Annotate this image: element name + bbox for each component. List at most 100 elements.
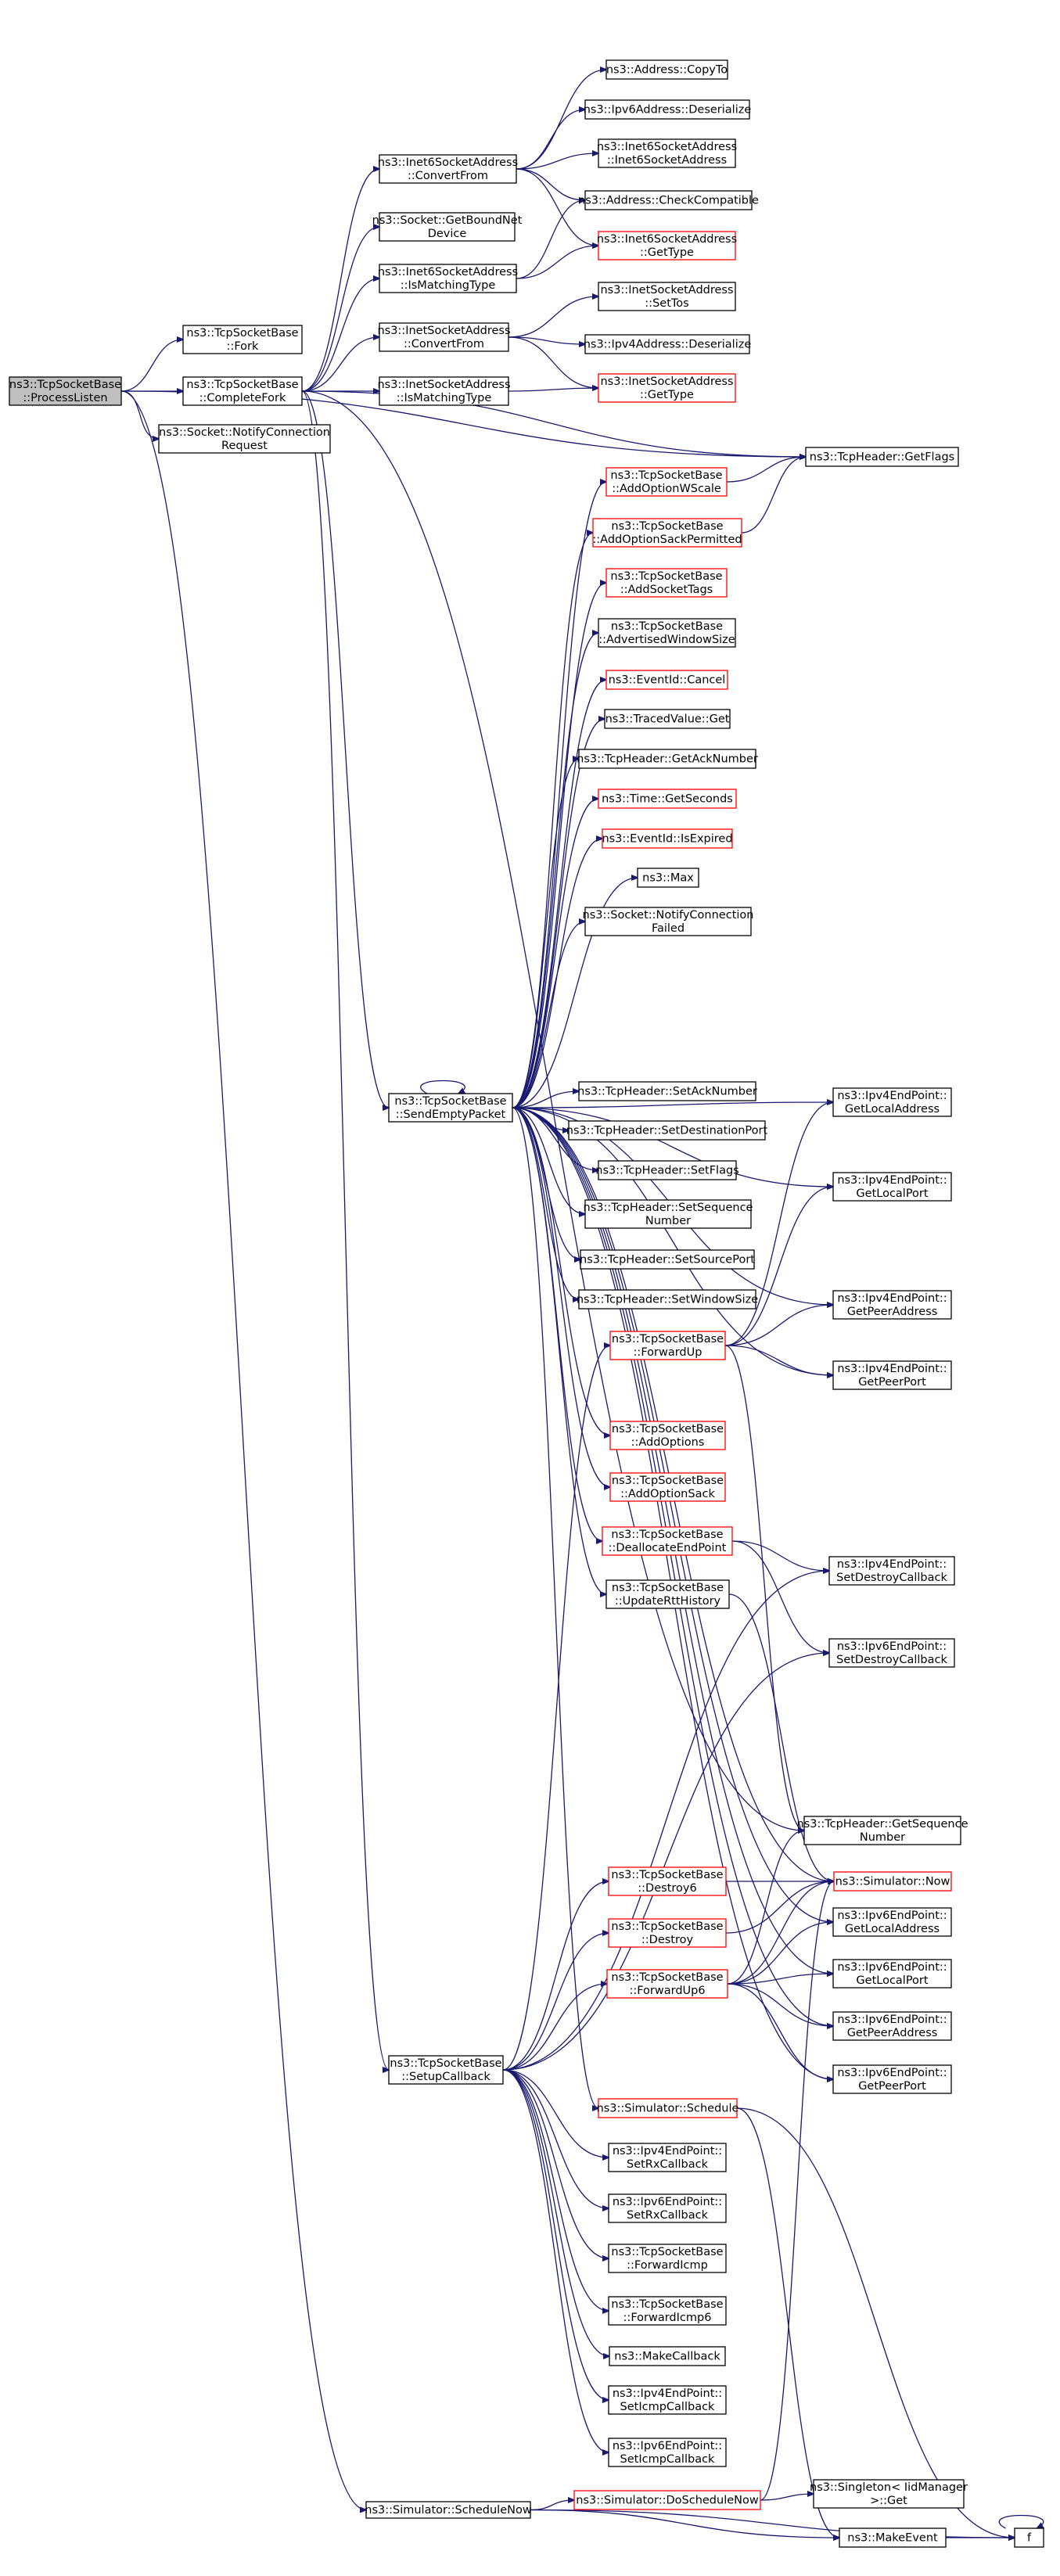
node-ipv6ep-set-icmp-cb[interactable]: ns3::Ipv6EndPoint::SetIcmpCallback (608, 2438, 727, 2467)
node-box (605, 1579, 730, 1609)
node-label: SetRxCallback (627, 2158, 709, 2171)
node-inet6-ctor[interactable]: ns3::Inet6SocketAddress::Inet6SocketAddr… (597, 138, 737, 168)
node-add-socket-tags[interactable]: ns3::TcpSocketBase::AddSocketTags (605, 568, 728, 598)
node-label: ::UpdateRttHistory (615, 1595, 721, 1608)
node-eventid-is-expired[interactable]: ns3::EventId::IsExpired (602, 828, 733, 849)
node-ipv4ep-get-local-port[interactable]: ns3::Ipv4EndPoint::GetLocalPort (832, 1172, 952, 1202)
node-ipv4ep-set-destroy-cb[interactable]: ns3::Ipv4EndPoint::SetDestroyCallback (828, 1556, 955, 1586)
node-box (379, 322, 509, 352)
node-ipv6ep-get-local-port[interactable]: ns3::Ipv6EndPoint::GetLocalPort (832, 1959, 952, 1989)
node-box (608, 2143, 727, 2172)
node-box (1014, 2527, 1044, 2548)
node-ipv6addr-deserialize[interactable]: ns3::Ipv6Address::Deserialize (584, 99, 752, 120)
node-box (833, 1871, 952, 1892)
call-edge (530, 2500, 574, 2511)
node-ns3-max[interactable]: ns3::Max (637, 868, 699, 888)
node-fork[interactable]: ns3::TcpSocketBase::Fork (182, 325, 303, 354)
node-ipv4ep-set-icmp-cb[interactable]: ns3::Ipv4EndPoint::SetIcmpCallback (608, 2385, 727, 2415)
node-box (182, 325, 303, 354)
node-add-option-wscale[interactable]: ns3::TcpSocketBase::AddOptionWScale (605, 467, 728, 497)
node-inet6-is-matching[interactable]: ns3::Inet6SocketAddress::IsMatchingType (378, 264, 518, 293)
node-label: ns3::TcpSocketBase (611, 1920, 723, 1933)
node-address-check-compat[interactable]: ns3::Address::CheckCompatible (578, 190, 759, 210)
node-ipv6ep-set-destroy-cb[interactable]: ns3::Ipv6EndPoint::SetDestroyCallback (828, 1638, 955, 1668)
node-tcph-set-src-port[interactable]: ns3::TcpHeader::SetSourcePort (580, 1249, 755, 1270)
node-box (608, 2193, 727, 2223)
node-eventid-cancel[interactable]: ns3::EventId::Cancel (605, 670, 728, 690)
node-schedule-now[interactable]: ns3::Simulator::ScheduleNow (365, 2501, 532, 2519)
node-simulator-schedule[interactable]: ns3::Simulator::Schedule (597, 2098, 739, 2118)
node-label: ns3::TcpSocketBase (611, 520, 723, 533)
node-add-option-sack-perm[interactable]: ns3::TcpSocketBase::AddOptionSackPermitt… (592, 518, 742, 548)
node-label: Request (221, 440, 268, 452)
node-time-get-seconds[interactable]: ns3::Time::GetSeconds (598, 789, 737, 809)
node-inet-set-tos[interactable]: ns3::InetSocketAddress::SetTos (598, 282, 736, 311)
node-tcph-get-flags[interactable]: ns3::TcpHeader::GetFlags (805, 447, 959, 467)
node-forward-icmp[interactable]: ns3::TcpSocketBase::ForwardIcmp (608, 2244, 727, 2273)
node-f[interactable]: f (1014, 2527, 1044, 2548)
node-ipv4ep-get-peer-port[interactable]: ns3::Ipv4EndPoint::GetPeerPort (832, 1360, 952, 1390)
node-send-empty-packet[interactable]: ns3::TcpSocketBase::SendEmptyPacket (388, 1093, 513, 1123)
node-inet6-get-type[interactable]: ns3::Inet6SocketAddress::GetType (597, 231, 737, 260)
node-dealloc-endpoint[interactable]: ns3::TcpSocketBase::DeallocateEndPoint (602, 1526, 733, 1556)
node-ipv6ep-set-rx-cb[interactable]: ns3::Ipv6EndPoint::SetRxCallback (608, 2193, 727, 2223)
node-make-callback[interactable]: ns3::MakeCallback (609, 2346, 726, 2366)
call-edge (502, 2069, 609, 2258)
node-update-rtt-history[interactable]: ns3::TcpSocketBase::UpdateRttHistory (605, 1579, 730, 1609)
call-edge (301, 169, 379, 392)
node-complete-fork[interactable]: ns3::TcpSocketBase::CompleteFork (182, 376, 303, 406)
node-tcph-set-dest-port[interactable]: ns3::TcpHeader::SetDestinationPort (566, 1120, 768, 1141)
node-ipv4addr-deserialize[interactable]: ns3::Ipv4Address::Deserialize (584, 334, 752, 354)
node-inet6-convert-from[interactable]: ns3::Inet6SocketAddress::ConvertFrom (378, 154, 518, 184)
node-label: ::ProcessListen (23, 392, 107, 404)
node-make-event[interactable]: ns3::MakeEvent (839, 2527, 947, 2548)
node-forward-up6[interactable]: ns3::TcpSocketBase::ForwardUp6 (606, 1969, 728, 1999)
call-edge (512, 680, 606, 1108)
node-advertised-window[interactable]: ns3::TcpSocketBase::AdvertisedWindowSize (598, 618, 736, 648)
node-label: ::AddOptions (631, 1436, 705, 1449)
node-destroy[interactable]: ns3::TcpSocketBase::Destroy (608, 1918, 727, 1948)
node-ipv6ep-get-peer-port[interactable]: ns3::Ipv6EndPoint::GetPeerPort (832, 2064, 952, 2094)
node-do-schedule-now[interactable]: ns3::Simulator::DoScheduleNow (573, 2490, 761, 2510)
node-add-option-sack[interactable]: ns3::TcpSocketBase::AddOptionSack (609, 1472, 726, 1502)
node-tcph-get-ack[interactable]: ns3::TcpHeader::GetAckNumber (577, 749, 758, 769)
node-box (578, 1289, 756, 1310)
node-ipv6ep-get-peer-addr[interactable]: ns3::Ipv6EndPoint::GetPeerAddress (832, 2011, 952, 2041)
node-label: ns3::TcpSocketBase (611, 620, 723, 633)
node-process-listen[interactable]: ns3::TcpSocketBase::ProcessListen (9, 376, 122, 406)
node-ipv4ep-set-rx-cb[interactable]: ns3::Ipv4EndPoint::SetRxCallback (608, 2143, 727, 2172)
node-inet-convert-from[interactable]: ns3::InetSocketAddress::ConvertFrom (377, 322, 511, 352)
node-label: ns3::Simulator::DoScheduleNow (576, 2495, 759, 2507)
call-edge (512, 759, 579, 1108)
node-tcph-set-ack[interactable]: ns3::TcpHeader::SetAckNumber (577, 1081, 757, 1101)
node-tcph-set-window[interactable]: ns3::TcpHeader::SetWindowSize (577, 1289, 758, 1310)
node-destroy6[interactable]: ns3::TcpSocketBase::Destroy6 (608, 1866, 727, 1896)
call-edge (502, 2069, 609, 2400)
node-inet-is-matching[interactable]: ns3::InetSocketAddress::IsMatchingType (377, 376, 511, 406)
node-address-copy-to[interactable]: ns3::Address::CopyTo (605, 59, 728, 80)
node-singleton-get[interactable]: ns3::Singleton< IidManager >::Get (810, 2479, 968, 2509)
node-ipv4ep-get-peer-addr[interactable]: ns3::Ipv4EndPoint::GetPeerAddress (832, 1290, 952, 1320)
node-inet-get-type[interactable]: ns3::InetSocketAddress::GetType (598, 373, 736, 403)
node-label: ::SetupCallback (401, 2071, 490, 2083)
node-add-options[interactable]: ns3::TcpSocketBase::AddOptions (609, 1421, 726, 1450)
call-edge (741, 457, 806, 534)
node-ipv4ep-get-local-addr[interactable]: ns3::Ipv4EndPoint::GetLocalAddress (832, 1087, 952, 1117)
node-forward-icmp6[interactable]: ns3::TcpSocketBase::ForwardIcmp6 (608, 2296, 727, 2326)
node-setup-callback[interactable]: ns3::TcpSocketBase::SetupCallback (388, 2055, 504, 2085)
node-label: GetPeerAddress (847, 1306, 938, 1318)
node-tcph-set-flags[interactable]: ns3::TcpHeader::SetFlags (595, 1160, 739, 1180)
node-simulator-now[interactable]: ns3::Simulator::Now (833, 1871, 952, 1892)
node-forward-up[interactable]: ns3::TcpSocketBase::ForwardUp (609, 1331, 726, 1360)
node-traced-value-get[interactable]: ns3::TracedValue::Get (604, 709, 731, 729)
node-label: ns3::InetSocketAddress (600, 375, 733, 388)
node-ipv6ep-get-local-addr[interactable]: ns3::Ipv6EndPoint::GetLocalAddress (832, 1907, 952, 1937)
node-label: ns3::MakeCallback (614, 2351, 720, 2363)
node-label: ::AddOptionWScale (612, 483, 721, 495)
call-edge (502, 2069, 609, 2311)
